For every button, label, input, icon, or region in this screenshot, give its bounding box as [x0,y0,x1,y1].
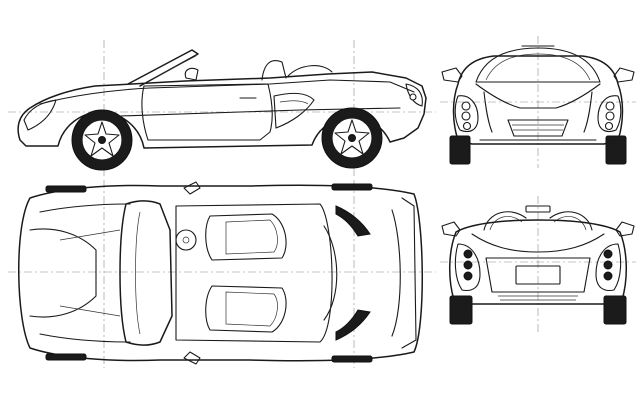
side-mirror [184,67,199,81]
front-mirror-right [613,67,635,83]
rear-wheel [321,107,383,169]
rear-mirror-right [615,221,635,237]
rear-roll-hoop-right [549,211,593,231]
top-body-outline [18,184,424,362]
front-mirror-left [441,67,463,83]
front-body-outline [452,55,624,145]
rear-mirror-left [441,221,461,237]
front-wheel [71,109,133,171]
side-view [8,40,436,176]
rear-brake-light [525,205,551,213]
front-windshield [475,47,601,83]
front-left-tyre [449,135,471,165]
front-view [440,36,636,168]
rear-view [440,196,636,332]
rear-body-outline [448,219,628,305]
front-grille [507,119,569,137]
side-headlight [23,99,57,131]
front-headlight-left [454,95,479,133]
rear-tail-light-left [454,243,481,292]
top-mirror-left [183,181,201,195]
side-door [141,83,273,141]
top-seat-right [205,285,287,333]
front-right-tyre [605,135,627,165]
top-rear-intake-right [335,309,371,341]
top-mirror-right [183,351,201,365]
top-steering-wheel [175,229,197,251]
rear-number-plate [515,265,561,285]
top-view [8,180,436,368]
side-roll-hoop [261,60,287,81]
rear-tail-light-right [595,243,622,292]
top-cockpit [175,203,333,343]
rear-roll-hoop-left [483,211,527,231]
top-rear-intake-left [335,205,371,237]
front-headlight-right [597,95,622,133]
top-seat-left [205,213,287,261]
side-tail-light [405,83,423,107]
side-air-intake [273,92,315,129]
top-windshield [119,200,173,346]
